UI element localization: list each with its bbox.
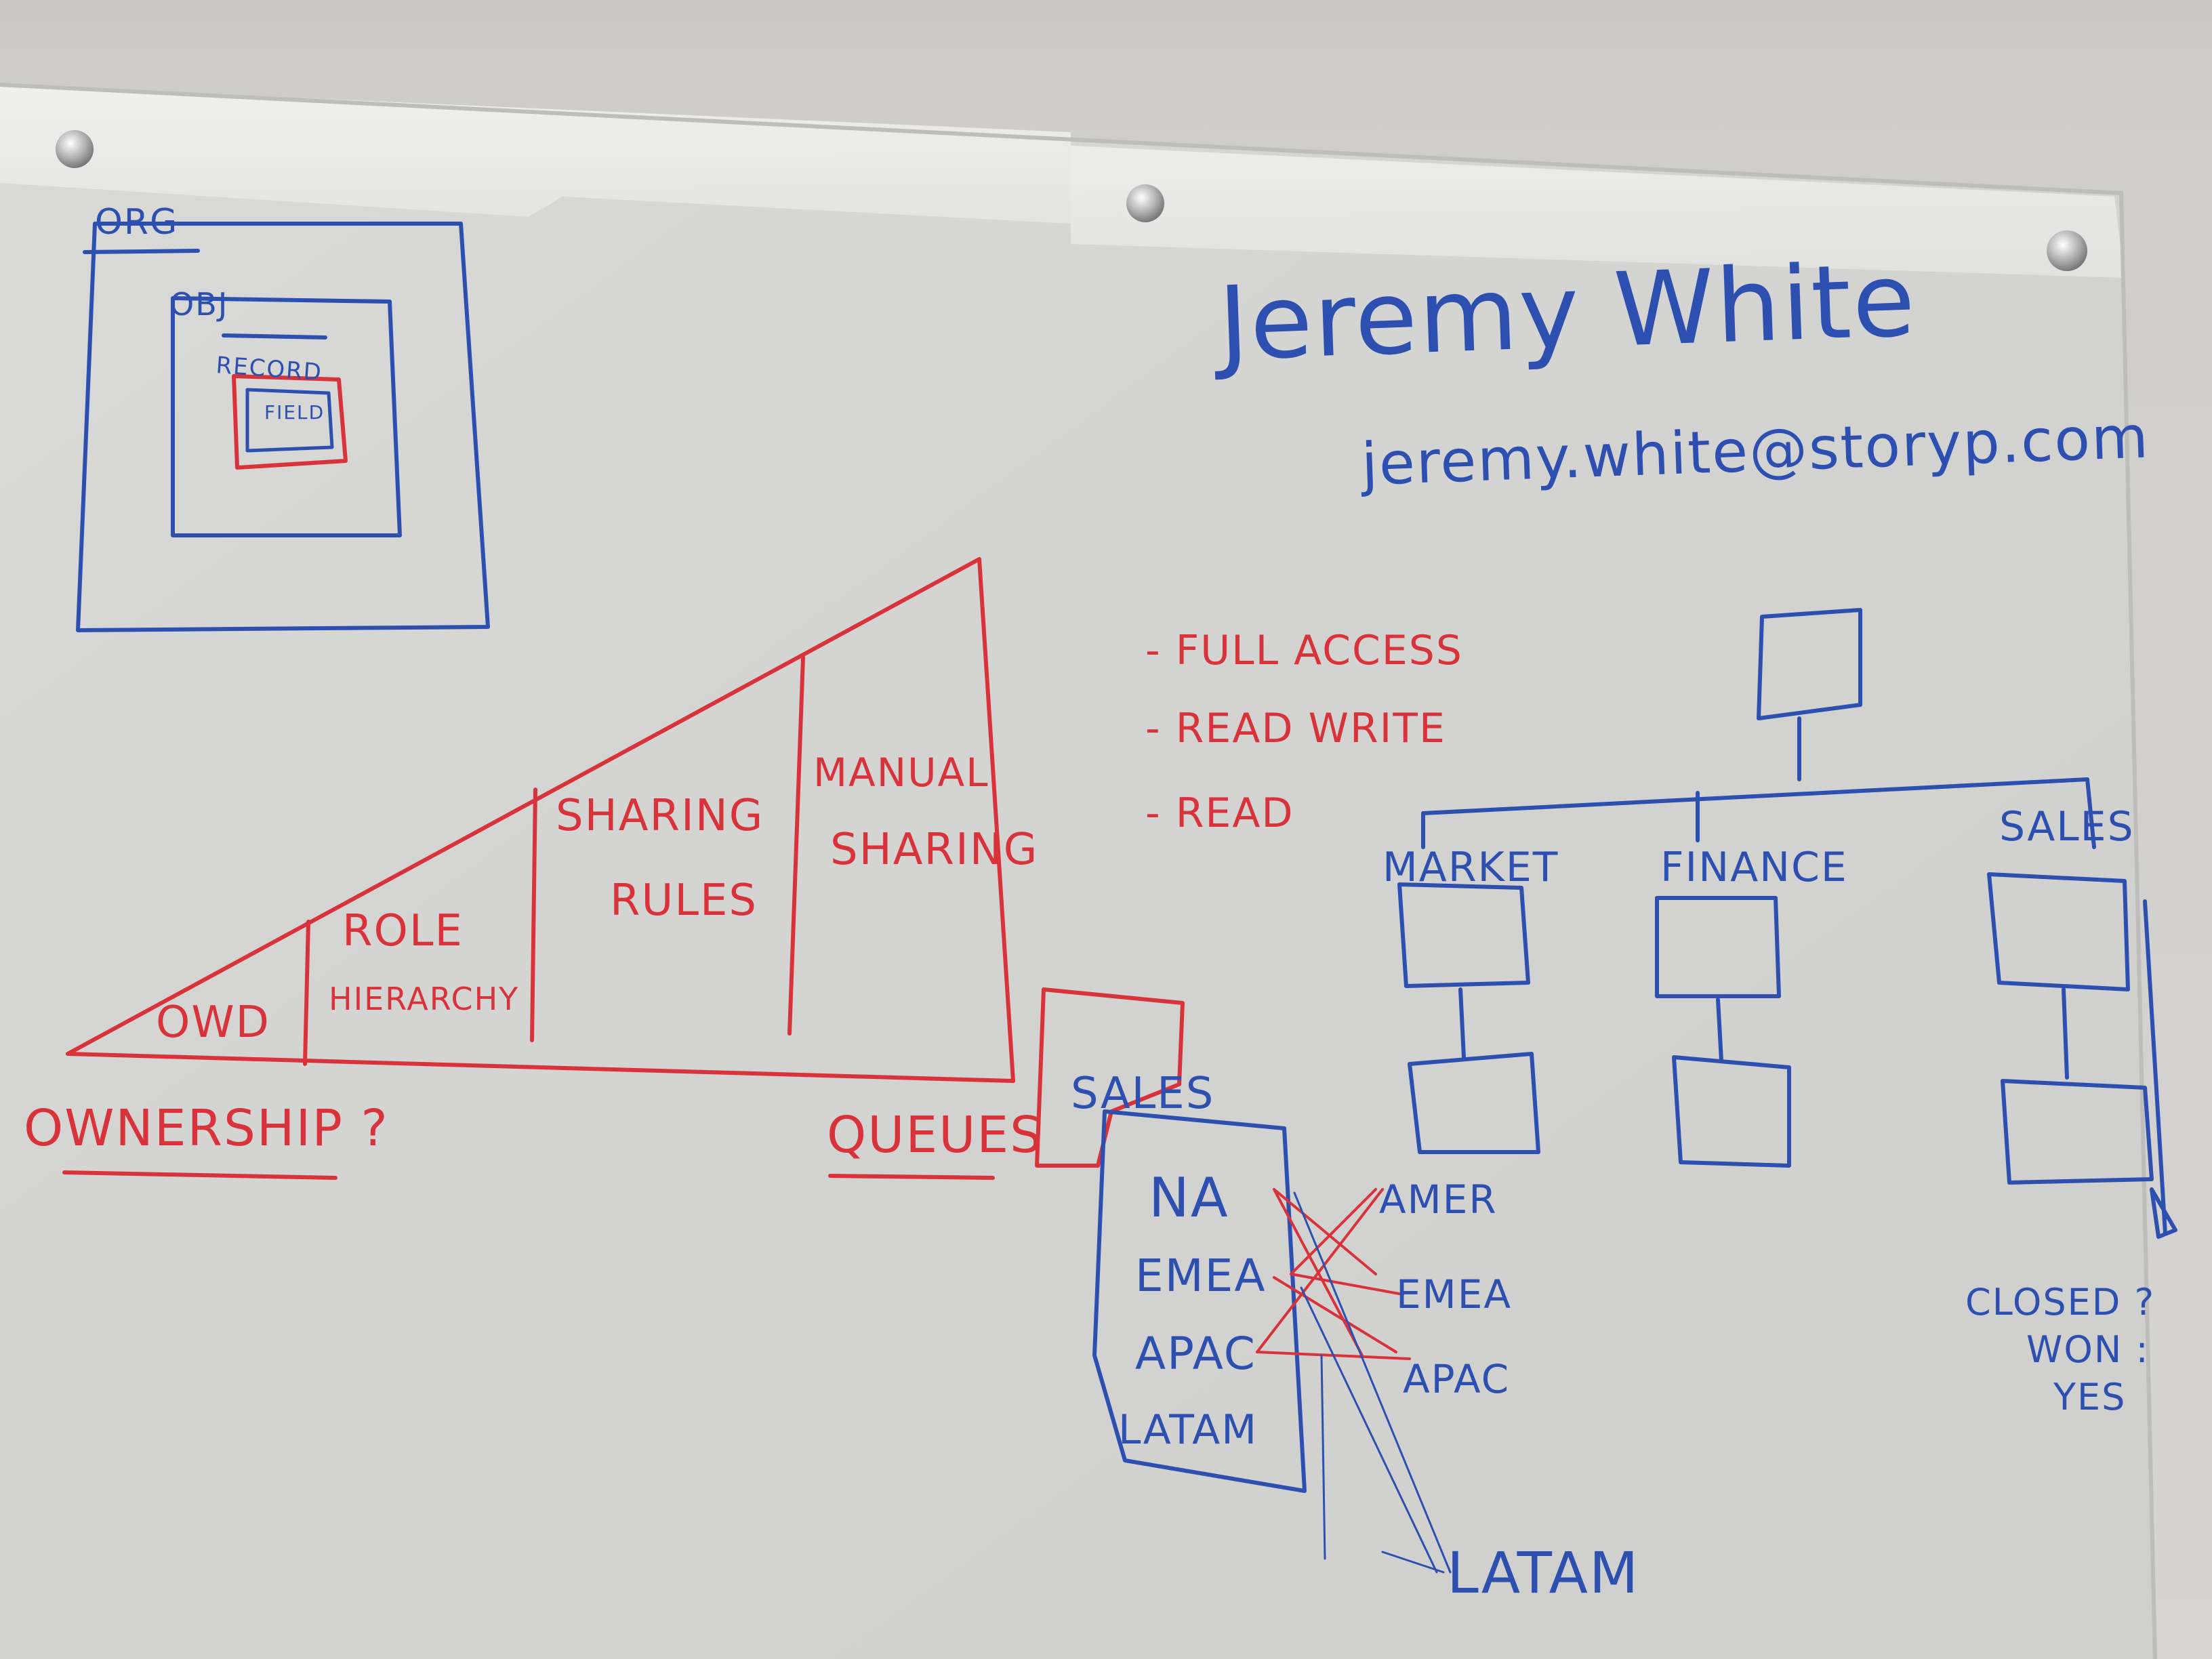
dept-sales: SALES <box>1999 803 2135 851</box>
note-won: WON : <box>2026 1328 2150 1371</box>
queues-underline <box>828 1174 995 1180</box>
dept-finance: FINANCE <box>1660 844 1848 891</box>
access-full: - FULL ACCESS <box>1145 627 1463 674</box>
owd-label: OWD <box>156 998 270 1048</box>
region-left-na: NA <box>1149 1166 1229 1229</box>
role-label: ROLE <box>342 906 464 956</box>
field-label: FIELD <box>264 401 325 424</box>
note-closed: CLOSED ? <box>1965 1281 2155 1324</box>
magnet-icon <box>56 130 2087 271</box>
region-left-apac: APAC <box>1135 1328 1256 1380</box>
org-chart <box>1397 608 2177 1239</box>
sharing-triangle <box>66 557 1015 1083</box>
org-label: ORG <box>95 202 178 243</box>
region-bottom-latam: LATAM <box>1447 1540 1639 1606</box>
region-right-emea: EMEA <box>1396 1271 1512 1317</box>
sales-box-label: SALES <box>1071 1069 1214 1119</box>
sharing-rules-label-1: SHARING <box>556 791 764 841</box>
region-right-apac: APAC <box>1403 1356 1510 1402</box>
nested-boxes-diagram <box>76 222 490 632</box>
region-left-emea: EMEA <box>1135 1250 1267 1302</box>
ownership-label: OWNERSHIP ? <box>24 1099 389 1158</box>
manual-sharing-label-1: MANUAL <box>813 750 989 796</box>
access-read-write: - READ WRITE <box>1145 705 1446 752</box>
sales-regions-diagram <box>1035 987 1452 1574</box>
ownership-underline <box>62 1170 337 1180</box>
access-read: - READ <box>1145 790 1294 837</box>
hierarchy-label: HIERARCHY <box>329 981 519 1017</box>
note-yes: YES <box>2053 1376 2126 1418</box>
region-left-latam: LATAM <box>1118 1406 1258 1454</box>
presenter-name: Jeremy White <box>1211 241 1918 384</box>
dept-market: MARKET <box>1382 844 1559 891</box>
queues-label: QUEUES <box>827 1106 1043 1164</box>
manual-sharing-label-2: SHARING <box>830 825 1038 875</box>
obj-label: OBJ <box>169 286 228 323</box>
glass-board <box>0 83 2157 1659</box>
sharing-rules-label-2: RULES <box>610 876 758 926</box>
region-right-amer: AMER <box>1379 1176 1498 1223</box>
